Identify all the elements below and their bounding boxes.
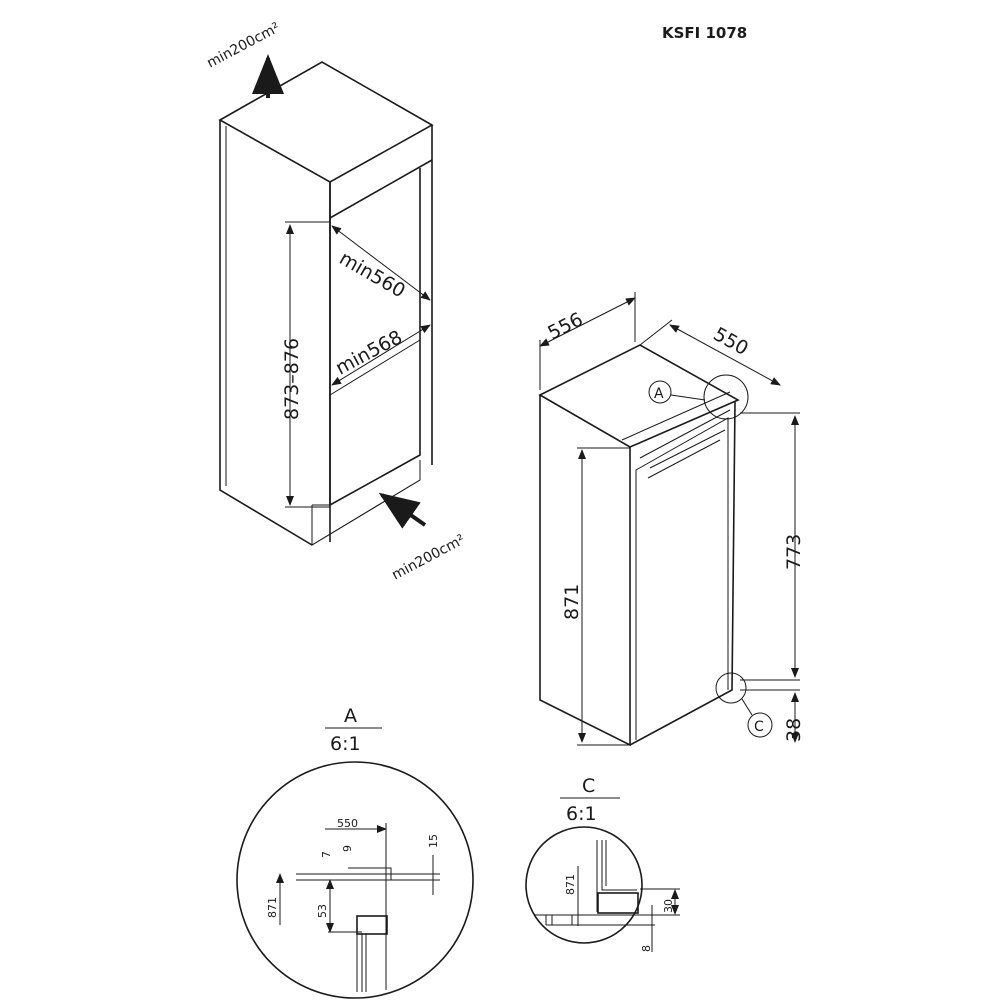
detail-c-label: C xyxy=(582,775,595,797)
niche-height-label: 873–876 xyxy=(281,338,303,420)
depth-label: 556 xyxy=(544,308,586,344)
detail-a-53: 53 xyxy=(316,904,329,918)
detail-c-8: 8 xyxy=(640,945,653,952)
depth-min-label: min560 xyxy=(336,247,409,302)
detail-a-scale: 6:1 xyxy=(330,733,361,755)
appliance-drawing: 556 550 871 773 38 A C xyxy=(538,292,805,747)
detail-c-871: 871 xyxy=(564,874,577,895)
vent-top-label: min200cm² xyxy=(204,20,282,72)
detail-a: A 6:1 550 7 9 15 871 53 xyxy=(236,705,474,999)
width-label: 550 xyxy=(710,323,752,360)
marker-a: A xyxy=(654,386,664,402)
detail-a-15: 15 xyxy=(427,834,440,848)
detail-c: C 6:1 871 30 8 xyxy=(525,775,680,952)
vent-bottom-label: min200cm² xyxy=(389,532,467,584)
cabinet-drawing: 873–876 min560 min568 min200cm² min200cm… xyxy=(204,20,467,584)
detail-a-550: 550 xyxy=(337,817,358,830)
detail-a-7: 7 xyxy=(320,851,333,858)
model-title: KSFI 1078 xyxy=(662,24,747,42)
marker-c: C xyxy=(754,719,764,735)
detail-a-871: 871 xyxy=(266,897,279,918)
detail-a-label: A xyxy=(344,705,357,727)
vent-bottom-arrow-icon xyxy=(378,492,427,529)
detail-c-30: 30 xyxy=(662,899,675,913)
detail-a-9: 9 xyxy=(341,845,354,852)
detail-c-scale: 6:1 xyxy=(566,803,597,825)
height-label: 871 xyxy=(561,584,583,620)
bottom-offset-label: 38 xyxy=(783,718,805,742)
door-height-label: 773 xyxy=(783,534,805,570)
